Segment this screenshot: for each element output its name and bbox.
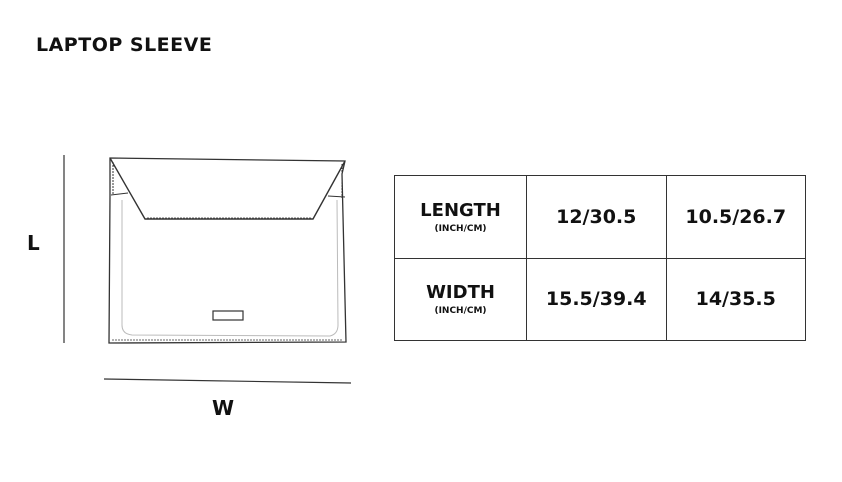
width-dimension-line [103,378,352,384]
row-label: WIDTH [426,282,495,304]
size-table: LENGTH (INCH/CM) 12/30.5 10.5/26.7 WIDTH… [394,175,806,341]
sleeve-outline [108,157,347,344]
length-label: L [27,231,40,255]
table-cell: 10.5/26.7 [665,175,806,259]
table-cell: 15.5/39.4 [526,257,667,341]
row-unit: (INCH/CM) [434,306,487,317]
row-unit: (INCH/CM) [434,223,487,234]
logo-tag [212,310,244,321]
table-row: LENGTH (INCH/CM) 12/30.5 10.5/26.7 [394,175,806,259]
table-cell: 14/35.5 [665,257,806,341]
width-label: W [212,396,235,420]
table-row: WIDTH (INCH/CM) 15.5/39.4 14/35.5 [394,257,806,341]
row-label: LENGTH [420,199,501,221]
page-title: LAPTOP SLEEVE [36,34,213,56]
row-header: WIDTH (INCH/CM) [394,257,527,341]
table-cell: 12/30.5 [526,175,667,259]
row-header: LENGTH (INCH/CM) [394,175,527,259]
